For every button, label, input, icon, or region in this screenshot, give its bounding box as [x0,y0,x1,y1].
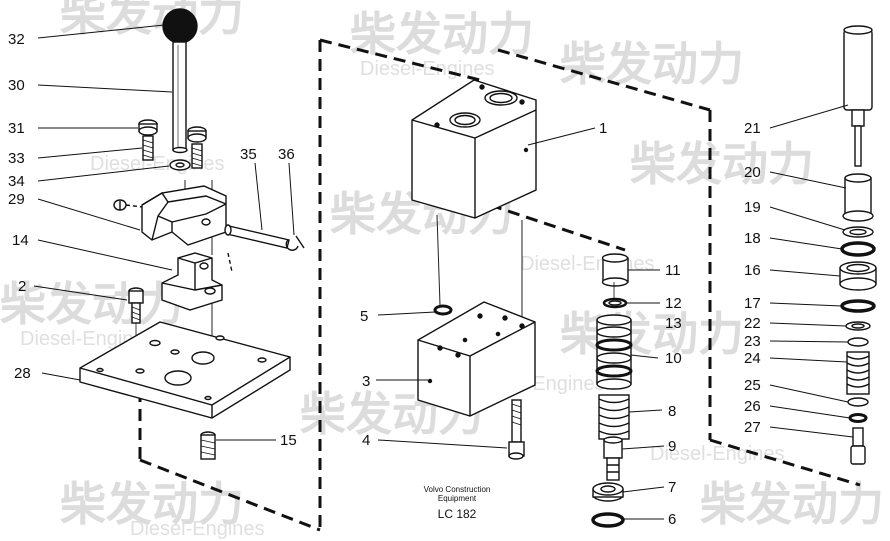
label-21: 21 [744,120,761,137]
caption: Volvo Construction Equipment LC 182 [424,485,491,521]
bracket-29 [141,185,227,246]
lever-assembly [79,8,305,460]
label-12: 12 [665,295,682,312]
label-23: 23 [744,333,761,350]
watermark-cn: 柴发动力 [700,477,884,531]
label-14: 14 [12,232,29,249]
watermark-en: Diesel-Engines [360,58,495,80]
block-1 [411,79,537,219]
label-1: 1 [599,120,607,137]
label-28: 28 [14,365,31,382]
lever-shaft [172,41,187,151]
label-17: 17 [744,295,761,312]
watermark-en: Diesel-Engines [520,253,655,275]
label-36: 36 [278,146,295,163]
oring-5 [433,304,453,316]
label-20: 20 [744,164,761,181]
spool-stack [591,253,633,528]
plunger-21 [843,29,873,111]
label-2: 2 [18,278,26,295]
oring-26 [848,413,868,423]
lever-knob [162,8,198,44]
label-7: 7 [668,479,676,496]
valve-blocks [411,79,537,460]
caption-code: LC 182 [438,507,477,521]
label-5: 5 [360,308,368,325]
label-33: 33 [8,150,25,167]
seat-25 [847,397,869,407]
label-4: 4 [362,432,370,449]
plunger-stack [839,25,877,465]
guide-20 [844,177,872,217]
label-25: 25 [744,377,761,394]
clip-left [113,199,127,211]
label-27: 27 [744,419,761,436]
label-29: 29 [8,191,25,208]
label-9: 9 [668,438,676,455]
label-26: 26 [744,398,761,415]
watermark-en: Diesel-Engines [90,153,225,175]
washer-23 [847,337,869,347]
label-8: 8 [668,403,676,420]
plate-28 [79,321,291,419]
caption-line1: Volvo Construction [424,485,491,494]
caption-line2: Equipment [438,494,477,503]
watermark-cn: 柴发动力 [60,0,244,41]
callout-labels: 32 30 31 33 34 29 35 36 14 2 28 15 1 5 3… [8,31,761,528]
label-32: 32 [8,31,25,48]
pin-35 [226,225,290,249]
assembly-outline [138,38,861,532]
label-3: 3 [362,373,370,390]
block-3 [417,301,536,417]
label-34: 34 [8,173,25,190]
label-30: 30 [8,77,25,94]
label-31: 31 [8,120,25,137]
oring-17 [840,299,876,313]
watermark-cn: 柴发动力 [60,477,244,531]
watermark-en: Diesel-Engines [130,518,265,540]
watermark-en: Diesel-Engines [650,443,785,465]
label-13: 13 [665,315,682,332]
clip-36 [285,235,305,251]
oring-6 [591,512,625,528]
watermark-cn: 柴发动力 [560,37,744,91]
label-18: 18 [744,230,761,247]
watermark-cn: 柴发动力 [560,307,744,361]
watermark-cn: 柴发动力 [630,137,814,191]
oring-18 [840,241,876,257]
pin-27 [852,427,864,447]
label-15: 15 [280,432,297,449]
label-35: 35 [240,146,257,163]
watermark-cn: 柴发动力 [0,277,184,331]
ring-12 [602,297,628,309]
label-6: 6 [668,511,676,528]
label-16: 16 [744,262,761,279]
label-11: 11 [665,262,681,279]
label-10: 10 [665,350,682,367]
label-24: 24 [744,350,761,367]
leader-lines [33,24,854,520]
label-22: 22 [744,315,761,332]
label-19: 19 [744,199,761,216]
